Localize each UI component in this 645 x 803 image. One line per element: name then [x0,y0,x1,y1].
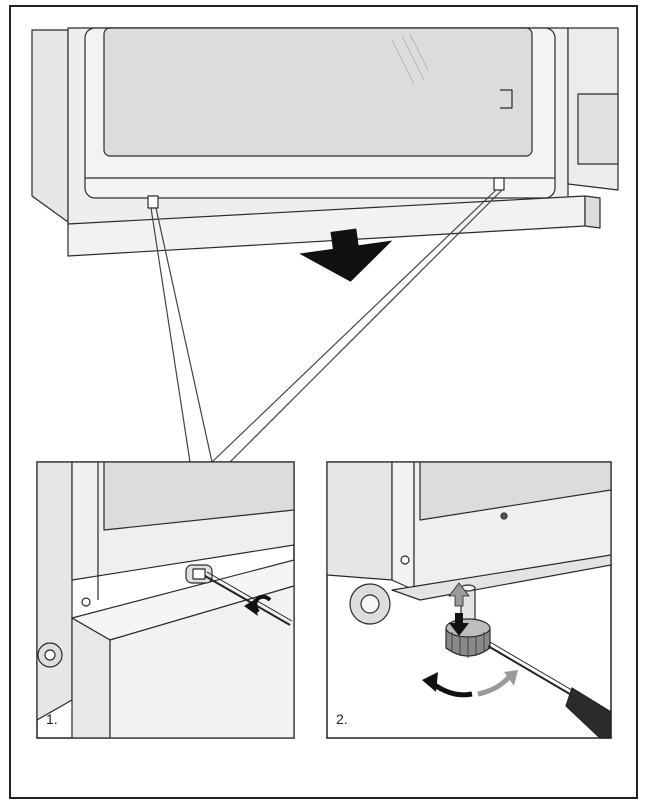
glass-reflection [391,33,429,85]
screwdriver-icon [204,571,293,626]
step-2-number: 2. [336,711,348,727]
plinth-clip-left [147,195,159,209]
appliance-side-wall [31,29,69,223]
step-1-panel: 1. [36,461,295,739]
appliance-overview [31,27,619,257]
down-arrow-icon [299,228,393,282]
rotate-arrow-icon [422,670,518,698]
door-glass-inner [103,27,533,157]
up-down-arrow-icon [448,582,470,636]
step-2-panel: 2. [326,461,612,739]
step-1-number: 1. [46,711,58,727]
rotate-arrow-icon [253,594,272,614]
screwdriver-icon [487,641,612,739]
leader-lines [150,189,503,463]
plinth-clip-right [493,177,505,191]
